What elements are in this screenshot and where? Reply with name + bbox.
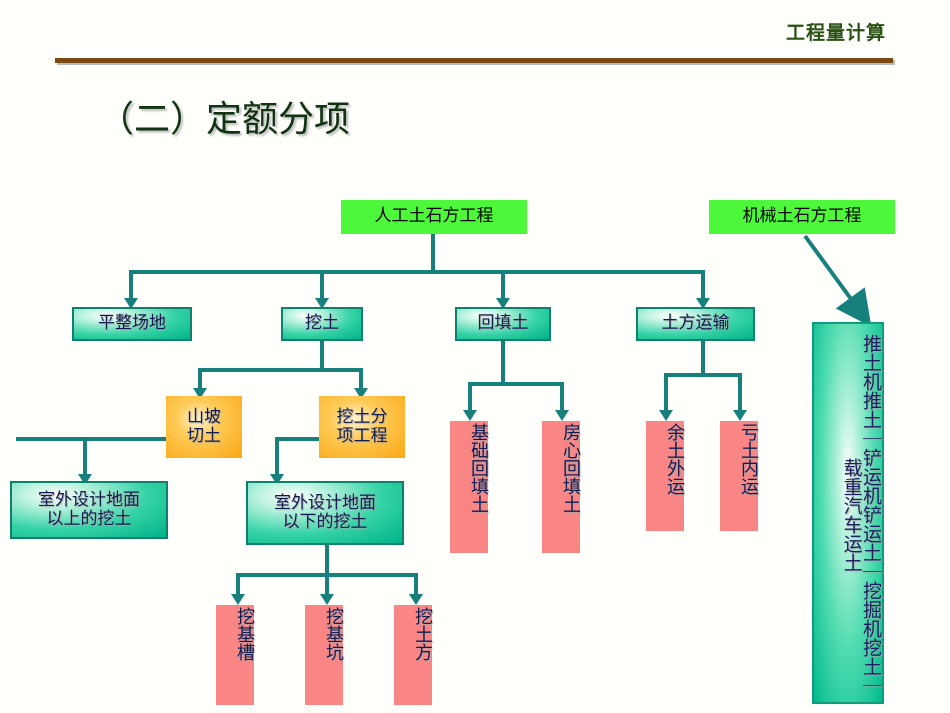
node-surplus-soil-haul-out[interactable]: 余土外运 — [646, 421, 685, 531]
node-below-ground-excavation[interactable]: 室外设计地面 以下的挖土 — [246, 481, 404, 545]
arrow-to-pit — [320, 594, 334, 605]
connector-drop-3 — [501, 270, 505, 300]
connector-root-bus — [129, 270, 705, 274]
connector-above-ground-stem — [83, 437, 87, 478]
arrow-to-level2-3 — [496, 298, 510, 309]
connector-subitem-out — [275, 437, 335, 441]
node-excavate-earthwork[interactable]: 挖土方 — [394, 605, 433, 705]
connector-transport-stem — [701, 341, 705, 377]
arrow-to-earthwork — [409, 594, 423, 605]
arrow-to-above-ground — [78, 474, 92, 485]
arrow-to-trench — [231, 594, 245, 605]
connector-dig-bus — [198, 368, 363, 372]
connector-dig-stem — [320, 341, 324, 372]
connector-drop-4 — [701, 270, 705, 300]
node-machine-methods-list[interactable]: 推土机推土｜铲运机铲运土｜挖掘机挖土｜载重汽车运土 — [812, 322, 884, 704]
node-excavation[interactable]: 挖土 — [281, 307, 363, 341]
page-title: （二）定额分项 — [98, 99, 351, 140]
connector-backfill-drop-2 — [560, 382, 564, 412]
node-excavate-pit[interactable]: 挖基坑 — [305, 605, 344, 705]
connector-below-drop-2 — [325, 573, 329, 596]
node-room-backfill[interactable]: 房心回填土 — [542, 421, 581, 553]
node-deficit-soil-haul-in[interactable]: 亏土内运 — [720, 421, 759, 531]
connector-subitem-down — [275, 437, 279, 478]
connector-below-drop-1 — [236, 573, 240, 596]
connector-drop-2 — [320, 270, 324, 300]
header-title: 工程量计算 — [785, 22, 886, 44]
arrow-to-room-backfill — [555, 410, 569, 421]
connector-transport-bus — [664, 373, 742, 377]
arrow-to-below-ground — [270, 474, 284, 485]
connector-drop-1 — [129, 270, 133, 300]
connector-dig-drop-right — [359, 368, 363, 390]
node-earth-transport[interactable]: 土方运输 — [636, 307, 755, 341]
node-above-ground-excavation[interactable]: 室外设计地面 以上的挖土 — [10, 481, 168, 539]
connector-below-stem — [325, 545, 329, 577]
arrow-to-level2-2 — [315, 298, 329, 309]
connector-hillside-out — [16, 437, 169, 441]
connector-root-stem — [431, 234, 435, 270]
node-machine-earthwork[interactable]: 机械土石方工程 — [709, 200, 895, 234]
arrow-to-level2-1 — [124, 298, 138, 309]
connector-backfill-bus — [468, 382, 564, 386]
connector-backfill-stem — [501, 341, 505, 386]
arrow-to-deficit-haul — [733, 410, 747, 421]
node-hillside-cut[interactable]: 山坡 切土 — [166, 396, 242, 458]
arrow-to-hillside — [193, 388, 207, 399]
connector-transport-drop-2 — [738, 373, 742, 412]
arrow-to-level2-4 — [696, 298, 710, 309]
node-backfill[interactable]: 回填土 — [455, 307, 551, 341]
node-excavate-trench[interactable]: 挖基槽 — [216, 605, 255, 705]
node-excavation-subitem[interactable]: 挖土分 项工程 — [319, 396, 405, 458]
node-manual-earthwork[interactable]: 人工土石方工程 — [341, 200, 527, 234]
arrow-to-dig-subitem — [354, 388, 368, 399]
connector-transport-drop-1 — [664, 373, 668, 412]
connector-below-drop-3 — [414, 573, 418, 596]
node-foundation-backfill[interactable]: 基础回填土 — [450, 421, 489, 553]
connector-backfill-drop-1 — [468, 382, 472, 412]
node-site-leveling[interactable]: 平整场地 — [72, 307, 192, 341]
header-divider — [55, 58, 893, 63]
connector-dig-drop-left — [198, 368, 202, 390]
arrow-to-surplus-haul — [659, 410, 673, 421]
arrow-to-foundation-backfill — [463, 410, 477, 421]
